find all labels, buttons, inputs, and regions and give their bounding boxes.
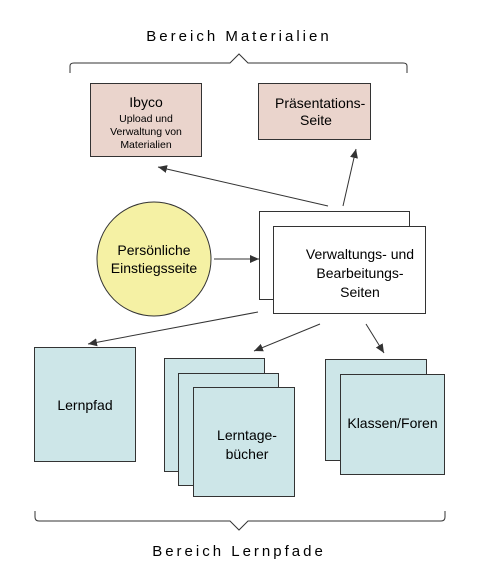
top-brace	[69, 53, 408, 73]
personal-start-label: Persönliche Einstiegsseite	[110, 242, 198, 276]
klassen-foren-label: Klassen/Foren	[347, 415, 438, 431]
arrow-to-lerntagebuecher	[253, 323, 321, 352]
klassen-page-front: Klassen/Foren	[340, 374, 445, 475]
lernpfad-label: Lernpfad	[57, 397, 113, 413]
presentation-box: Präsentations-Seite	[258, 83, 371, 140]
lerntagebuecher-label: Lerntage- bücher	[217, 427, 277, 462]
lerntagebuch-page-front: Lerntage- bücher	[193, 387, 295, 497]
arrow-to-presentation	[342, 148, 358, 207]
heading-bereich-lernpfade: Bereich Lernpfade	[152, 543, 326, 560]
arrow-to-ibyco	[157, 165, 329, 207]
admin-pages-label: Verwaltungs- und Bearbeitungs- Seiten	[305, 246, 415, 300]
arrow-to-klassen	[365, 323, 385, 354]
bottom-brace	[34, 511, 446, 531]
ibyco-title: Ibyco	[129, 94, 163, 110]
arrow-to-lernpfad	[87, 311, 259, 347]
ibyco-description: Upload und Verwaltung von Materialien	[110, 113, 182, 151]
heading-bereich-materialien: Bereich Materialien	[146, 28, 332, 45]
presentation-label: Präsentations-Seite	[275, 95, 366, 128]
admin-page-front: Verwaltungs- und Bearbeitungs- Seiten	[273, 226, 426, 314]
personal-start-circle	[96, 201, 212, 317]
lernpfad-box: Lernpfad	[34, 347, 136, 462]
ibyco-box: Ibyco Upload und Verwaltung von Material…	[90, 83, 202, 157]
